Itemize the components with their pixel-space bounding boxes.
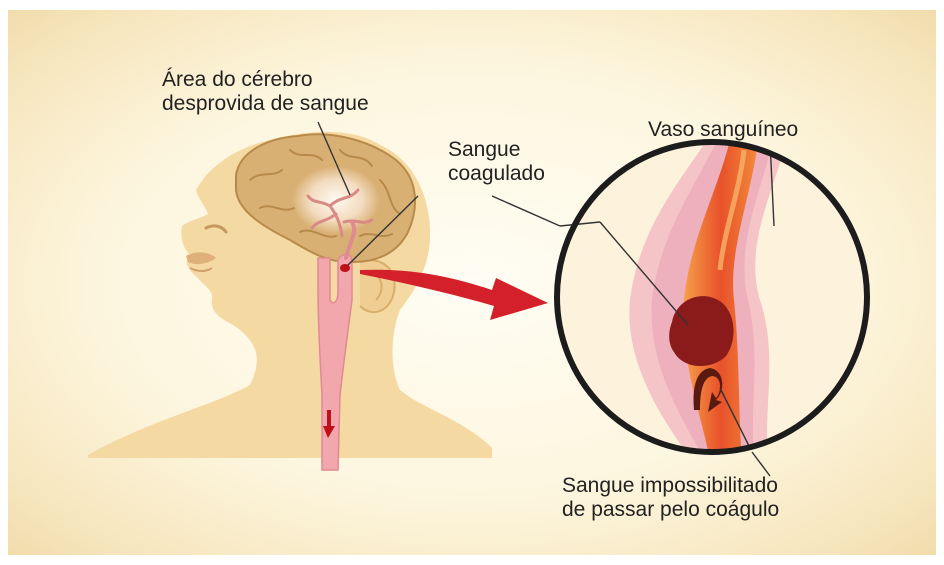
ear — [360, 260, 395, 312]
label-brain-area: Área do cérebro desprovida de sangue — [162, 68, 369, 116]
torso-silhouette — [88, 392, 492, 458]
label-clot: Sangue coagulado — [448, 138, 545, 186]
label-blocked-blood: Sangue impossibilitado de passar pelo co… — [562, 474, 779, 522]
label-vessel: Vaso sanguíneo — [648, 118, 798, 142]
